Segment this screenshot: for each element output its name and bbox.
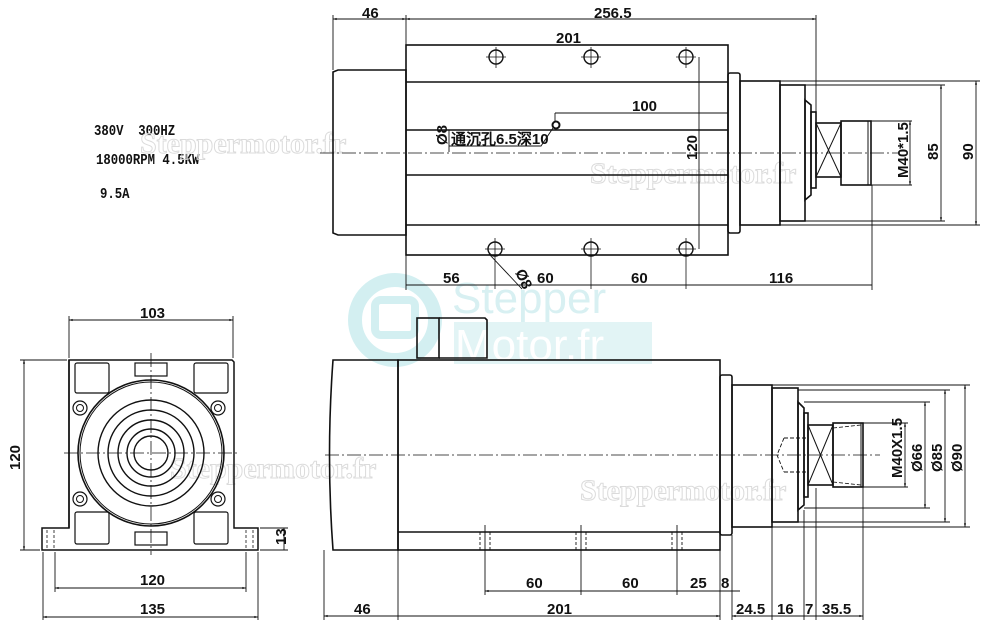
- dim-dia-66: Ø66: [909, 444, 926, 472]
- dim-first-hole: 56: [443, 270, 460, 287]
- dim-height: 120: [7, 445, 24, 470]
- spec-rpm-power: 18000RPM 4.5KW: [96, 152, 200, 169]
- dim-end-offset: 25: [690, 575, 707, 592]
- dim-base-width: 135: [140, 601, 165, 618]
- dim-rear-cap: 46: [362, 5, 379, 22]
- front-view: [20, 316, 288, 620]
- dim-dia-90: 90: [960, 143, 977, 160]
- dim-step: 8: [721, 575, 729, 592]
- top-view-dimensions: [332, 15, 980, 290]
- hole-note: 通沉孔6.5深10: [451, 130, 549, 148]
- dim-body-length: 201: [556, 30, 581, 47]
- spec-current: 9.5A: [100, 186, 130, 203]
- dim-foot-span: 120: [140, 572, 165, 589]
- side-view: [323, 317, 970, 620]
- dim-len-b: 16: [777, 601, 794, 618]
- dim-side-dia-90: Ø90: [949, 444, 966, 472]
- spec-voltage-frequency: 380V 300HZ: [94, 123, 176, 140]
- dim-thread: M40*1.5: [895, 122, 912, 178]
- watermark-text-2: Steppermotor.fr: [590, 157, 796, 190]
- dim-hole-offset: 100: [632, 98, 657, 115]
- dim-pitch-1: 60: [537, 270, 554, 287]
- watermark-text-4: Steppermotor.fr: [580, 474, 786, 507]
- hole-note-dia: Ø8: [434, 125, 451, 145]
- dim-width-top: 103: [140, 305, 165, 322]
- watermark-text-1: Steppermotor.fr: [140, 127, 346, 160]
- dim-side-body-length: 201: [547, 601, 572, 618]
- dim-front-length: 116: [769, 270, 793, 287]
- dim-pitch-2: 60: [631, 270, 648, 287]
- dim-side-rear-cap: 46: [354, 601, 371, 618]
- top-view: [320, 15, 980, 290]
- dim-side-thread: M40X1.5: [889, 418, 906, 478]
- dim-side-dia-85: Ø85: [929, 444, 946, 472]
- top-body: [405, 44, 729, 256]
- dim-len-a: 24.5: [736, 601, 765, 618]
- front-view-labels: 103 120 13 120 135: [7, 305, 290, 618]
- watermark-logo-icon: [348, 273, 442, 367]
- dim-side-pitch-2: 60: [622, 575, 639, 592]
- watermark-logo-text-1: Stepper: [452, 274, 606, 323]
- dim-hole-dia: Ø8: [511, 267, 535, 292]
- dim-len-c: 7: [805, 601, 813, 618]
- dim-hole-span: 120: [684, 135, 701, 160]
- watermark: Stepper Motor.fr Steppermotor.fr Stepper…: [140, 127, 797, 508]
- dim-side-pitch-1: 60: [526, 575, 543, 592]
- dim-dia-85: 85: [925, 143, 942, 160]
- side-view-labels: M40X1.5 Ø66 Ø85 Ø90 60 60 25 8 46 201 24…: [354, 418, 966, 618]
- dim-len-d: 35.5: [822, 601, 851, 618]
- dim-foot-height: 13: [273, 528, 290, 545]
- top-view-labels: 46 256.5 201 100 通沉孔6.5深10 Ø8 120 56 60 …: [362, 5, 977, 292]
- dim-overall-length: 256.5: [594, 5, 632, 22]
- mount-holes: [485, 47, 696, 289]
- watermark-logo-text-2: Motor.fr: [455, 321, 604, 370]
